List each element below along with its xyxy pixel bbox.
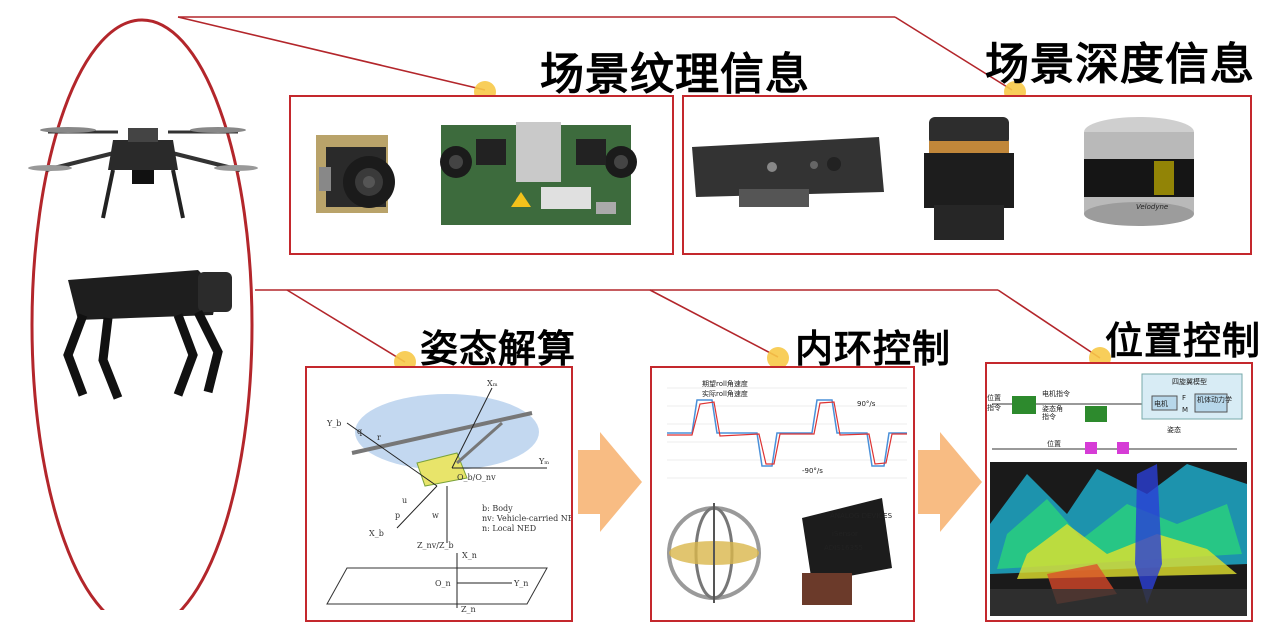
control-block-diagram: 位置 指令 电机指令 姿态角 指令 四旋翼模型 电机 机体动力学 F M 姿态 … xyxy=(987,373,1243,454)
process-arrow-2 xyxy=(918,432,982,532)
heading-attitude: 姿态解算 xyxy=(420,327,577,371)
heading-depth: 场景深度信息 xyxy=(985,39,1255,90)
imu-sensor-icon: ANALOG DEVICES iSensor ADIS16355 xyxy=(802,498,893,605)
svg-text:O_b/O_nv: O_b/O_nv xyxy=(457,473,496,482)
voxel-map-image xyxy=(990,462,1247,616)
process-arrow-1 xyxy=(578,432,642,532)
svg-text:u: u xyxy=(402,496,407,505)
heading-position: 位置控制 xyxy=(1105,319,1262,363)
svg-text:q: q xyxy=(357,427,362,436)
svg-text:Yₘ: Yₘ xyxy=(538,457,549,466)
depth-sensor-images: Velodyne xyxy=(692,117,1194,240)
svg-text:Y_b: Y_b xyxy=(326,419,341,428)
svg-text:位置: 位置 xyxy=(1047,439,1061,448)
svg-text:电机指令: 电机指令 xyxy=(1042,389,1070,398)
svg-text:Z_nv/Z_b: Z_nv/Z_b xyxy=(417,541,454,550)
svg-text:ANALOG DEVICES: ANALOG DEVICES xyxy=(830,512,893,520)
vehicle-ellipse xyxy=(28,18,258,610)
svg-text:nv: Vehicle-carried NED: nv: Vehicle-carried NED xyxy=(482,514,571,523)
lidar-2d-icon xyxy=(924,117,1014,240)
attitude-panel: Xₘ Yₘ O_b/O_nv Y_b Z_nv/Z_b X_n O_n Y_n … xyxy=(305,366,573,622)
position-panel: 位置 指令 电机指令 姿态角 指令 四旋翼模型 电机 机体动力学 F M 姿态 … xyxy=(985,362,1253,622)
lidar-3d-icon: Velodyne xyxy=(1084,117,1194,226)
svg-text:电机: 电机 xyxy=(1154,399,1168,408)
texture-sensor-panel xyxy=(289,95,674,255)
svg-text:-90°/s: -90°/s xyxy=(802,467,823,475)
roll-rate-desired-line xyxy=(667,399,907,467)
velodyne-label: Velodyne xyxy=(1136,203,1168,211)
svg-text:指令: 指令 xyxy=(1042,412,1056,421)
attitude-diagram: Xₘ Yₘ O_b/O_nv Y_b Z_nv/Z_b X_n O_n Y_n … xyxy=(326,379,571,614)
svg-text:实际roll角速度: 实际roll角速度 xyxy=(702,389,748,398)
svg-text:Y_n: Y_n xyxy=(513,579,528,588)
inner-loop-diagram: 期望roll角速度 实际roll角速度 90°/s -90°/s ANALOG … xyxy=(667,379,907,605)
svg-text:b: Body: b: Body xyxy=(482,504,513,513)
svg-text:Xₘ: Xₘ xyxy=(487,379,498,388)
svg-text:机体动力学: 机体动力学 xyxy=(1197,395,1232,404)
svg-text:O_n: O_n xyxy=(435,579,451,588)
drone-icon xyxy=(28,127,258,219)
svg-text:ADIS16355: ADIS16355 xyxy=(824,544,863,552)
svg-text:位置: 位置 xyxy=(987,393,1001,402)
svg-text:指令: 指令 xyxy=(987,403,1001,412)
robot-dog-icon xyxy=(63,270,232,400)
marker-inner-loop xyxy=(767,347,789,369)
svg-text:姿态: 姿态 xyxy=(1167,425,1181,434)
stereo-camera-icon xyxy=(440,122,637,225)
svg-text:n: Local NED: n: Local NED xyxy=(482,524,536,533)
svg-text:四旋翼模型: 四旋翼模型 xyxy=(1172,377,1207,386)
svg-text:90°/s: 90°/s xyxy=(857,400,876,408)
svg-text:姿态角: 姿态角 xyxy=(1042,404,1063,413)
svg-text:w: w xyxy=(432,511,439,520)
svg-text:X_b: X_b xyxy=(369,529,384,538)
depth-sensor-panel: Velodyne xyxy=(682,95,1252,255)
svg-text:r: r xyxy=(377,433,381,442)
inner-loop-panel: 期望roll角速度 实际roll角速度 90°/s -90°/s ANALOG … xyxy=(650,366,915,622)
svg-text:X_n: X_n xyxy=(462,551,477,560)
svg-text:p: p xyxy=(395,511,400,520)
mono-camera-icon xyxy=(316,135,395,213)
heading-inner-loop: 内环控制 xyxy=(795,327,952,371)
roll-rate-actual-line xyxy=(667,401,907,465)
depth-camera-icon xyxy=(692,137,884,207)
svg-text:Z_n: Z_n xyxy=(461,605,476,614)
position-diagram: 位置 指令 电机指令 姿态角 指令 四旋翼模型 电机 机体动力学 F M 姿态 … xyxy=(987,373,1247,616)
svg-text:F: F xyxy=(1182,394,1186,402)
svg-text:期望roll角速度: 期望roll角速度 xyxy=(702,379,748,388)
camera-images xyxy=(316,122,637,225)
svg-text:iSensor: iSensor xyxy=(832,530,858,538)
svg-text:M: M xyxy=(1182,406,1188,414)
heading-texture: 场景纹理信息 xyxy=(540,49,810,100)
gyroscope-icon xyxy=(667,503,761,603)
